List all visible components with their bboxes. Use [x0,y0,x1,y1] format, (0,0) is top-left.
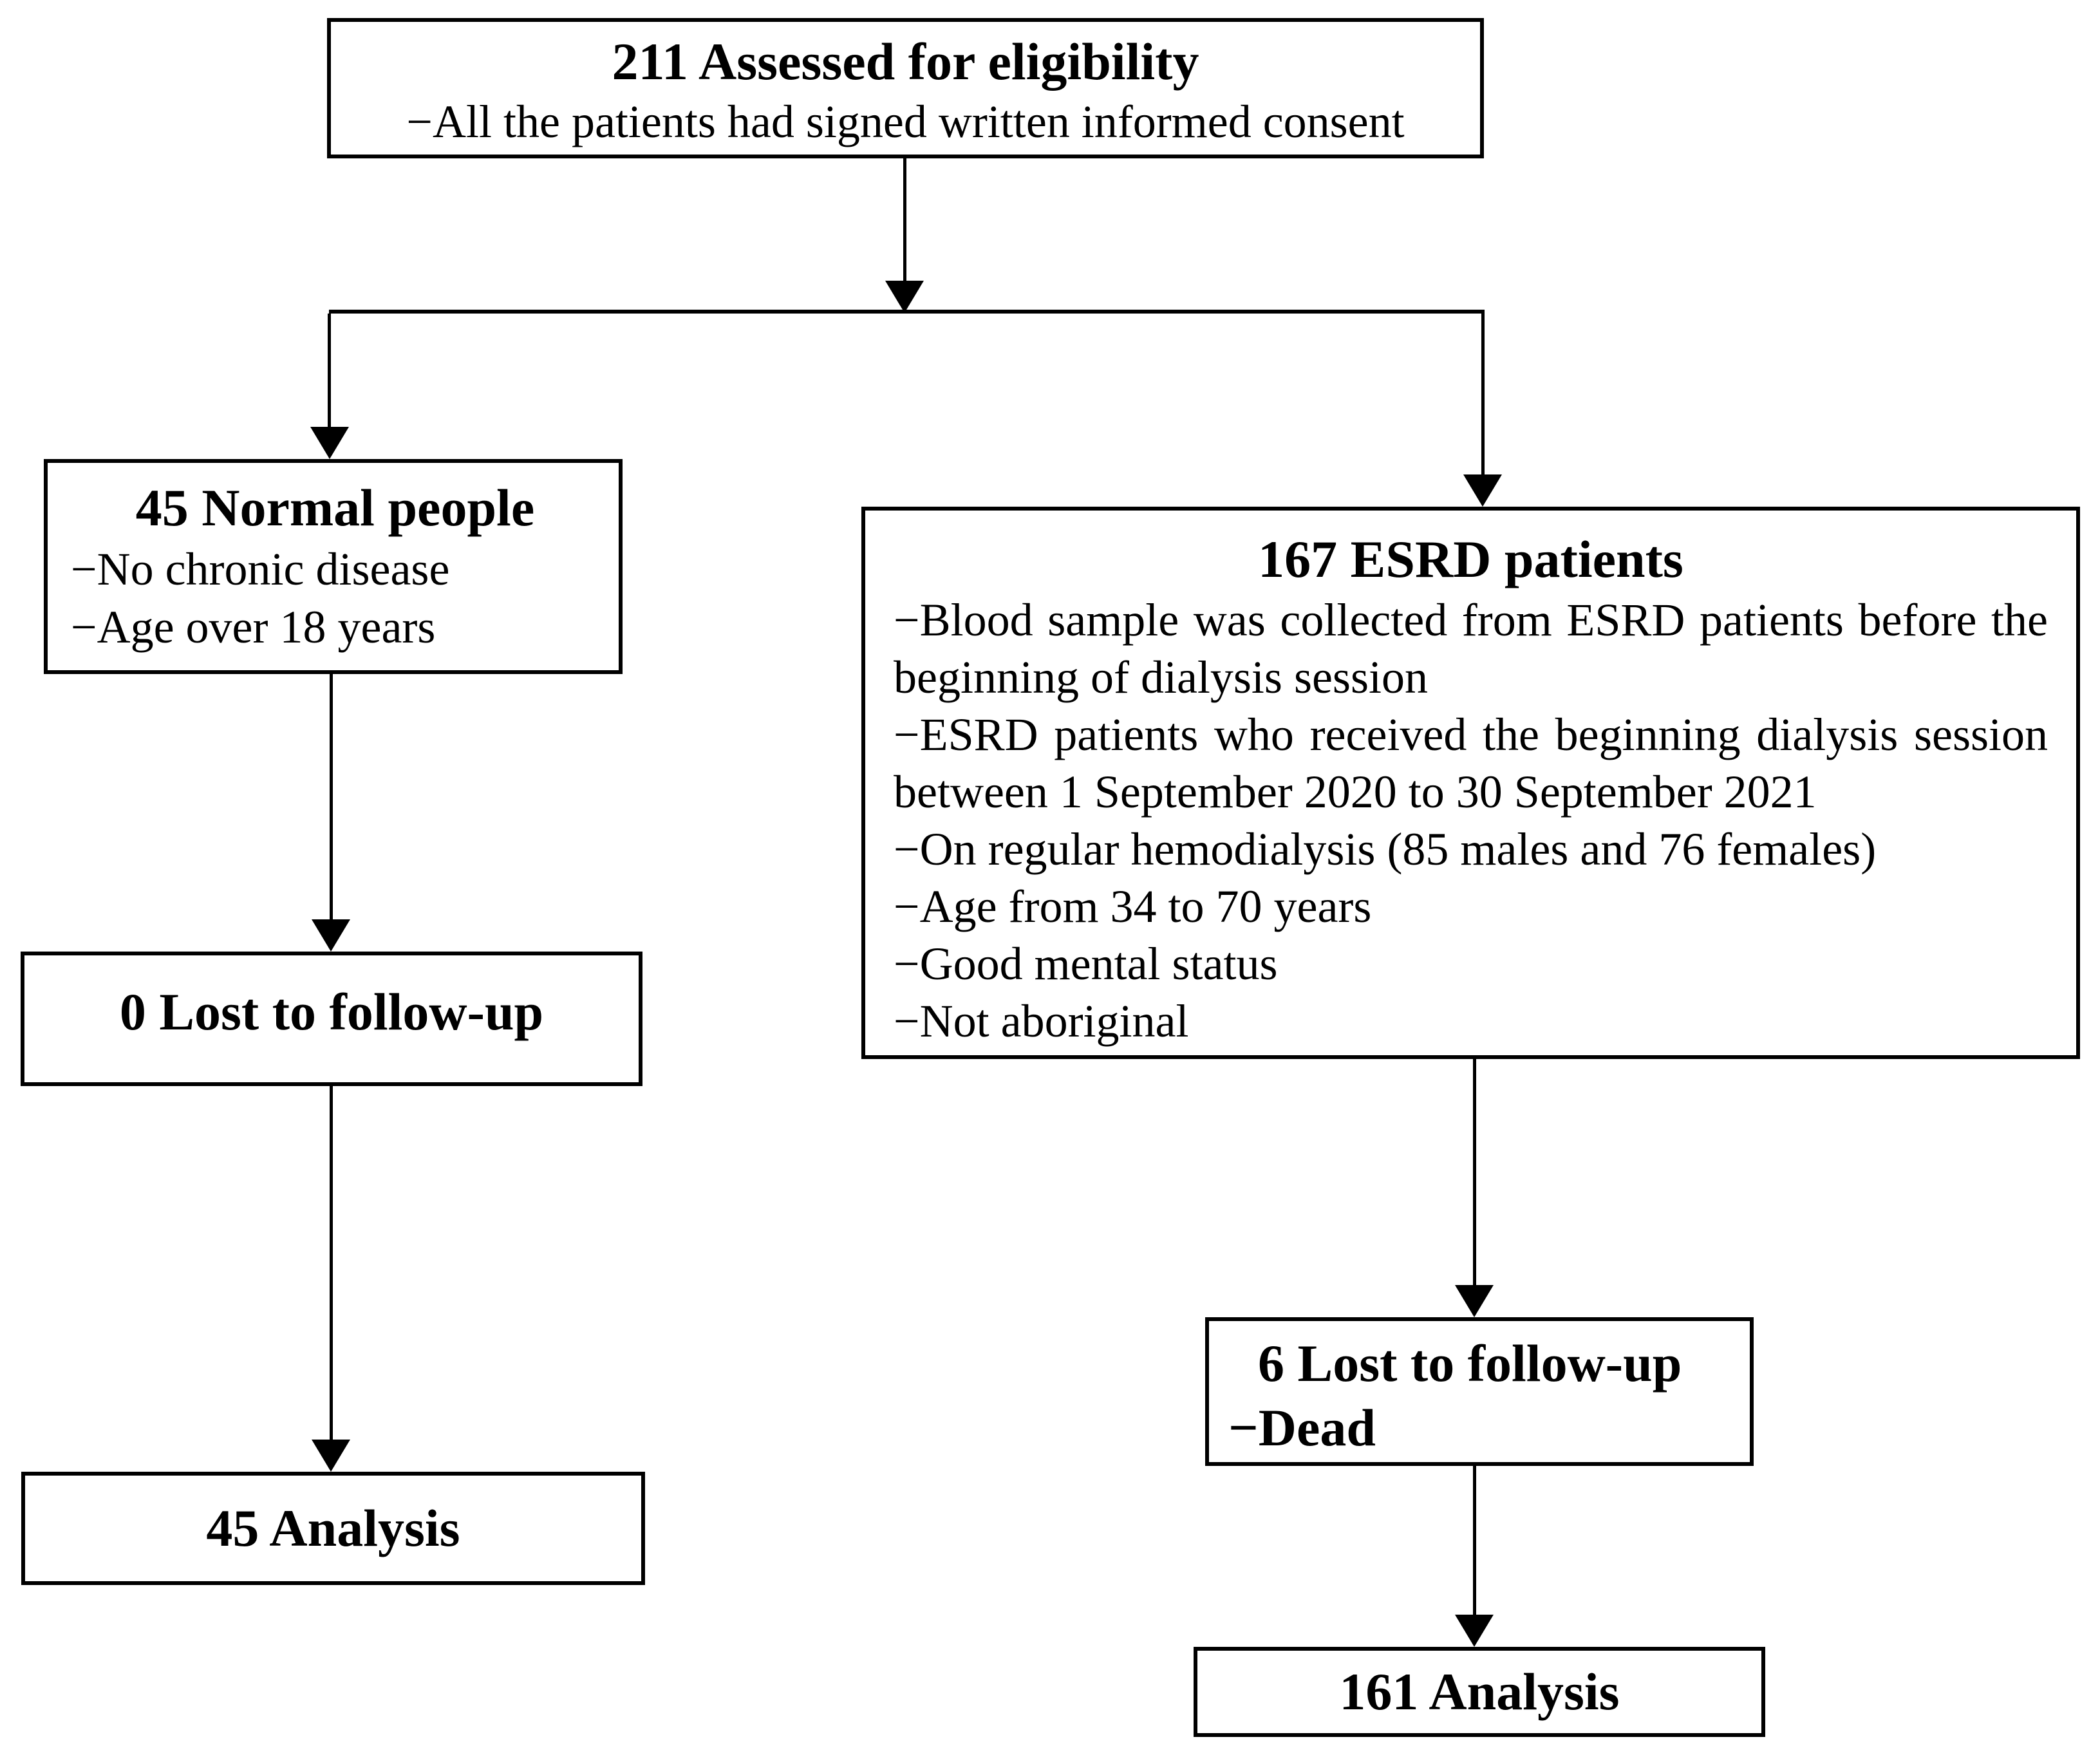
arrow-down-icon [310,427,349,459]
box-heading: 45 Analysis [206,1499,460,1557]
arrow-down-icon [885,281,924,313]
connector-right-drop [1481,314,1485,476]
box-note: −ESRD patients who received the beginnin… [894,709,2048,818]
box-note: −Not aboriginal [894,995,1189,1047]
box-heading: 211 Assessed for eligibility [612,32,1199,91]
box-note: −Age over 18 years [71,601,436,653]
box-heading: 0 Lost to follow-up [119,982,544,1041]
box-lost-to-follow-up-normal: 0 Lost to follow-up [21,952,642,1086]
arrow-down-icon [1463,474,1502,507]
connector-lost-to-analysis-right [1473,1466,1476,1616]
box-note: −All the patients had signed written inf… [406,96,1405,147]
box-assessed-for-eligibility: 211 Assessed for eligibility −All the pa… [327,18,1484,158]
box-analysis-normal: 45 Analysis [21,1472,645,1585]
box-note: −Blood sample was collected from ESRD pa… [894,594,2048,703]
box-heading: 45 Normal people [135,478,535,537]
connector-normal-to-lost [330,674,333,921]
arrow-down-icon [312,1440,350,1472]
box-normal-people: 45 Normal people −No chronic disease −Ag… [44,459,623,674]
box-esrd-patients: 167 ESRD patients −Blood sample was coll… [861,507,2080,1059]
connector-esrd-to-lost [1473,1059,1476,1286]
arrow-down-icon [1455,1615,1494,1647]
box-note: −Age from 34 to 70 years [894,881,1372,932]
connector-lost-to-analysis-left [330,1086,333,1441]
connector-left-drop [328,314,331,428]
arrow-down-icon [1455,1285,1494,1317]
box-heading: 6 Lost to follow-up [1258,1334,1682,1393]
box-lost-to-follow-up-esrd: 6 Lost to follow-up −Dead [1205,1317,1754,1466]
box-heading: 167 ESRD patients [1258,530,1683,588]
box-analysis-esrd: 161 Analysis [1194,1647,1765,1737]
box-note: −Good mental status [894,938,1278,990]
arrow-down-icon [312,919,350,952]
connector-eligibility-stem [903,158,906,282]
box-note: −Dead [1228,1398,1376,1457]
box-heading: 161 Analysis [1339,1662,1620,1721]
box-note: −No chronic disease [71,543,450,595]
connector-branch-line [329,310,1485,314]
box-note: −On regular hemodialysis (85 males and 7… [894,823,1877,875]
